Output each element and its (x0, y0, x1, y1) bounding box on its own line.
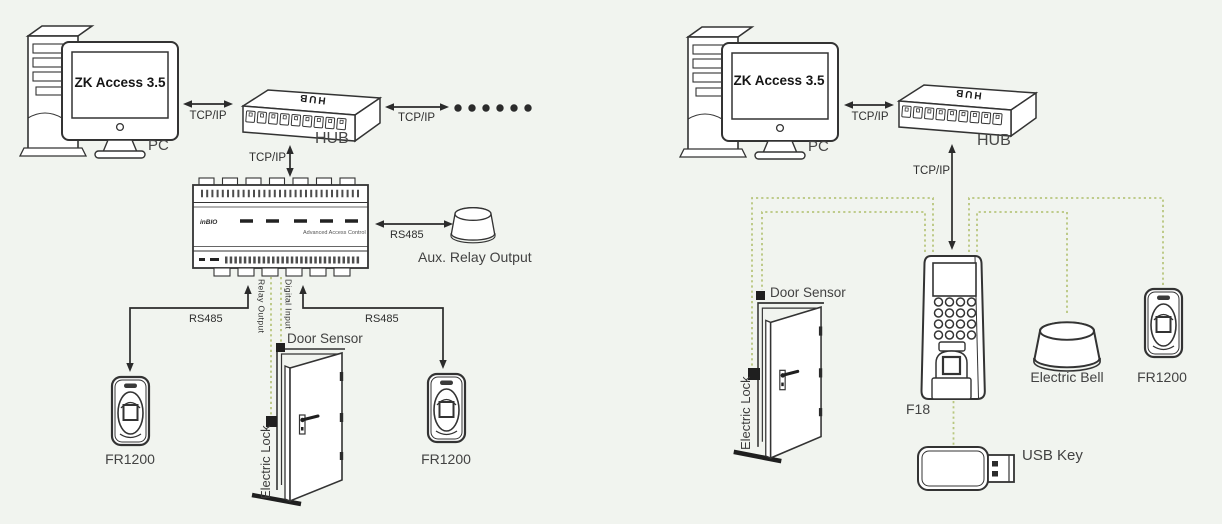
rs485-label: RS485 (390, 229, 424, 241)
pc-screen-text: ZK Access 3.5 (733, 73, 825, 88)
aux-relay-icon (450, 206, 496, 244)
tcpip-label: TCP/IP (913, 165, 951, 177)
electric-lock-label: Electric Lock (737, 376, 753, 451)
electric-bell-label: Electric Bell (1030, 369, 1104, 385)
tcpip-label: TCP/IP (851, 111, 889, 123)
wiring-f18-peripherals (751, 197, 1164, 445)
aux-relay-label: Aux. Relay Output (418, 249, 532, 265)
hub-label: HUB (315, 130, 349, 147)
tcpip-arrow-hub-f18 (948, 144, 956, 250)
digital-input-label: Digital Input (283, 279, 294, 330)
tcpip-arrow-hub-more (385, 103, 449, 111)
rs485-arrow-controller-aux (375, 220, 453, 228)
usb-key-icon (917, 446, 1015, 491)
tcpip-arrow-pc-hub (183, 100, 233, 108)
tcpip-label: TCP/IP (249, 152, 287, 164)
rs485-label: RS485 (189, 313, 223, 325)
tcpip-arrow-hub-controller (286, 145, 294, 177)
controller-logo: inBIO (200, 219, 218, 226)
fingerprint-reader-icon (426, 372, 467, 444)
f18-label: F18 (906, 401, 931, 417)
controller-subtitle: Advanced Access Control (303, 230, 366, 236)
pc-label: PC (148, 137, 169, 154)
fingerprint-reader-icon (110, 375, 151, 447)
rs485-arrow-reader-right (299, 285, 447, 369)
pc-screen-text: ZK Access 3.5 (74, 75, 166, 90)
door-sensor-label: Door Sensor (287, 331, 363, 346)
electric-lock-icon (748, 368, 760, 380)
door-sensor-icon (756, 291, 765, 300)
fingerprint-reader-icon (1143, 287, 1184, 359)
ellipsis-dots-icon (454, 104, 532, 112)
rs485-label: RS485 (365, 313, 399, 325)
usb-key-label: USB Key (1022, 447, 1083, 464)
relay-output-label: Relay Output (256, 279, 267, 334)
f18-terminal-icon (920, 255, 986, 400)
electric-lock-label: Electric Lock (257, 425, 273, 500)
tcpip-label: TCP/IP (398, 112, 436, 124)
door-sensor-label: Door Sensor (770, 285, 846, 300)
tcpip-label: TCP/IP (189, 110, 227, 122)
tcpip-arrow-pc-hub (844, 101, 894, 109)
reader-label: FR1200 (1137, 369, 1187, 385)
hub-label: HUB (977, 132, 1011, 149)
rs485-arrow-reader-left (126, 285, 252, 372)
access-controller-icon (192, 177, 369, 277)
reader-label: FR1200 (421, 451, 471, 467)
door-sensor-icon (276, 343, 285, 352)
pc-label: PC (808, 138, 829, 155)
electric-bell-icon (1032, 321, 1102, 373)
electric-lock-icon (266, 416, 277, 427)
reader-label: FR1200 (105, 451, 155, 467)
